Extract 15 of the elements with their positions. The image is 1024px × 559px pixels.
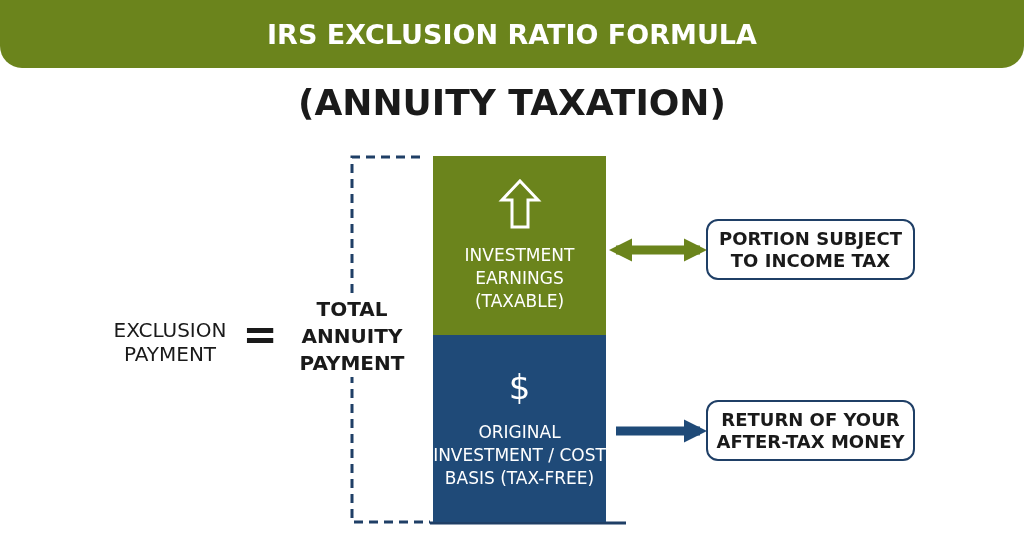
note-box — [706, 400, 915, 461]
subtitle: (ANNUITY TAXATION) — [297, 82, 727, 123]
segment-text: PORTION SUBJECT TO INCOME TAX — [718, 227, 903, 272]
segment-text: INVESTMENT EARNINGS (TAXABLE) — [463, 244, 576, 313]
arrow — [616, 419, 707, 443]
segment-text: ORIGINAL INVESTMENT / COST BASIS (TAX-FREE) — [433, 421, 606, 490]
tax-free-segment — [433, 335, 606, 522]
dollar-sign: $ — [508, 367, 531, 407]
formula-term: EXCLUSION PAYMENT — [112, 318, 228, 366]
taxable-segment — [433, 156, 606, 335]
segment-text: RETURN OF YOUR AFTER-TAX MONEY — [716, 408, 905, 453]
arrow — [609, 238, 707, 262]
title-banner: IRS EXCLUSION RATIO FORMULA — [0, 0, 1024, 68]
equals-sign: = — [241, 310, 279, 359]
note-box — [706, 219, 915, 280]
